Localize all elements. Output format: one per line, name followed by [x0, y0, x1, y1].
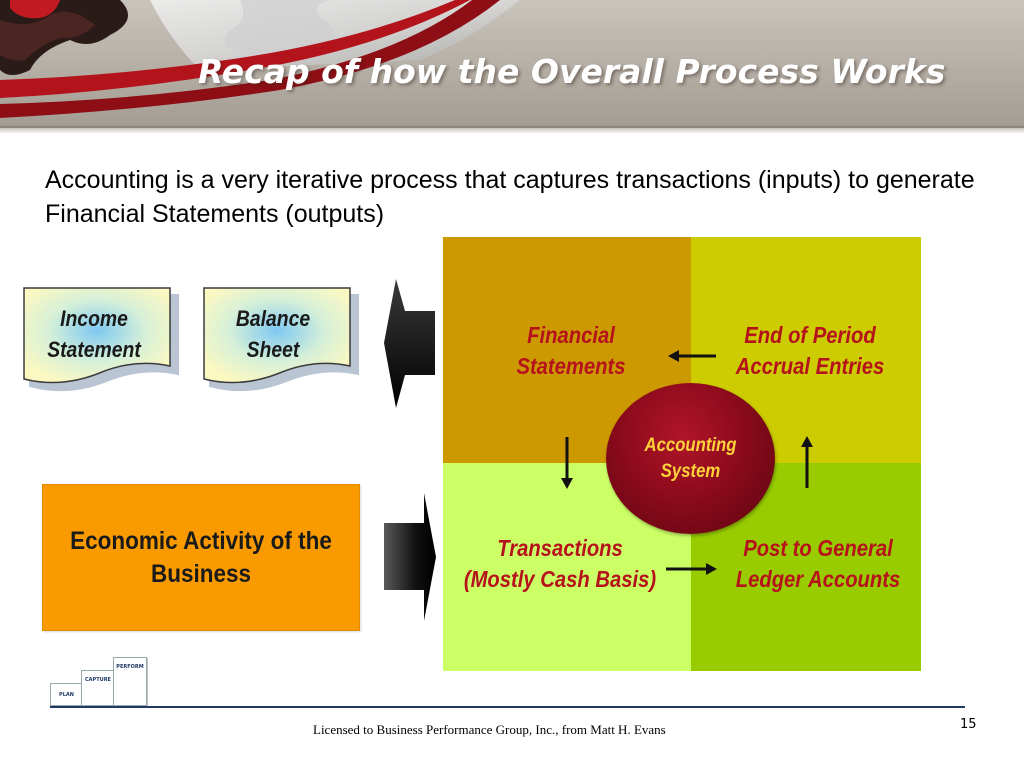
end-of-period-label: End of Period Accrual Entries — [713, 320, 907, 382]
balance-sheet-line1: Balance — [235, 306, 311, 331]
slide-title: Recap of how the Overall Process Works — [198, 52, 946, 91]
header-banner: Recap of how the Overall Process Works — [0, 0, 1024, 128]
arrow-up-icon — [801, 436, 813, 488]
economic-activity-line1: Economic Activity of the — [70, 527, 332, 555]
balance-sheet-document: Balance Sheet — [202, 286, 362, 400]
logo-plan-text: PLAN — [59, 692, 74, 698]
logo-capture-block: CAPTURE — [81, 670, 115, 706]
logo-perform-block: PERFORM — [113, 657, 147, 706]
economic-activity-line2: Business — [150, 560, 252, 588]
balance-sheet-line2: Sheet — [246, 337, 300, 362]
puzzle-graphic — [0, 0, 520, 118]
document-icon — [203, 287, 359, 392]
end-of-period-line1: End of Period — [744, 322, 876, 348]
income-statement-line2: Statement — [47, 337, 141, 362]
footer-divider — [50, 706, 965, 708]
output-arrow-icon — [384, 279, 435, 408]
economic-activity-box: Economic Activity of the Business — [42, 484, 360, 631]
plan-capture-perform-logo: PLAN CAPTURE PERFORM — [50, 655, 150, 707]
logo-perform-text: PERFORM — [116, 664, 144, 670]
end-of-period-line2: Accrual Entries — [735, 353, 885, 379]
intro-text: Accounting is a very iterative process t… — [45, 166, 975, 228]
income-statement-line1: Income — [60, 306, 128, 331]
arrow-left-icon — [668, 350, 716, 362]
input-arrow-icon — [384, 493, 436, 621]
post-to-ledger-line1: Post to General — [743, 535, 893, 561]
income-statement-document: Income Statement — [22, 286, 182, 400]
financial-statements-label: Financial Statements — [483, 320, 659, 382]
document-icon — [23, 287, 179, 392]
accounting-system-line1: Accounting — [644, 435, 737, 456]
page-number: 15 — [960, 717, 977, 732]
arrow-down-icon — [561, 437, 573, 489]
logo-plan-block: PLAN — [50, 683, 83, 706]
post-to-ledger-line2: Ledger Accounts — [735, 566, 901, 592]
transactions-line2: (Mostly Cash Basis) — [463, 566, 657, 592]
transactions-line1: Transactions — [497, 535, 623, 561]
logo-capture-text: CAPTURE — [85, 677, 111, 683]
license-footer: Licensed to Business Performance Group, … — [313, 722, 666, 737]
financial-statements-line2: Statements — [516, 353, 626, 379]
post-to-ledger-label: Post to General Ledger Accounts — [721, 533, 915, 595]
financial-statements-line1: Financial — [527, 322, 615, 348]
accounting-system-line2: System — [660, 461, 721, 482]
accounting-system-circle: Accounting System — [606, 383, 775, 534]
transactions-label: Transactions (Mostly Cash Basis) — [463, 533, 657, 595]
header-shadow — [0, 126, 1024, 134]
arrow-right-icon — [666, 563, 717, 575]
